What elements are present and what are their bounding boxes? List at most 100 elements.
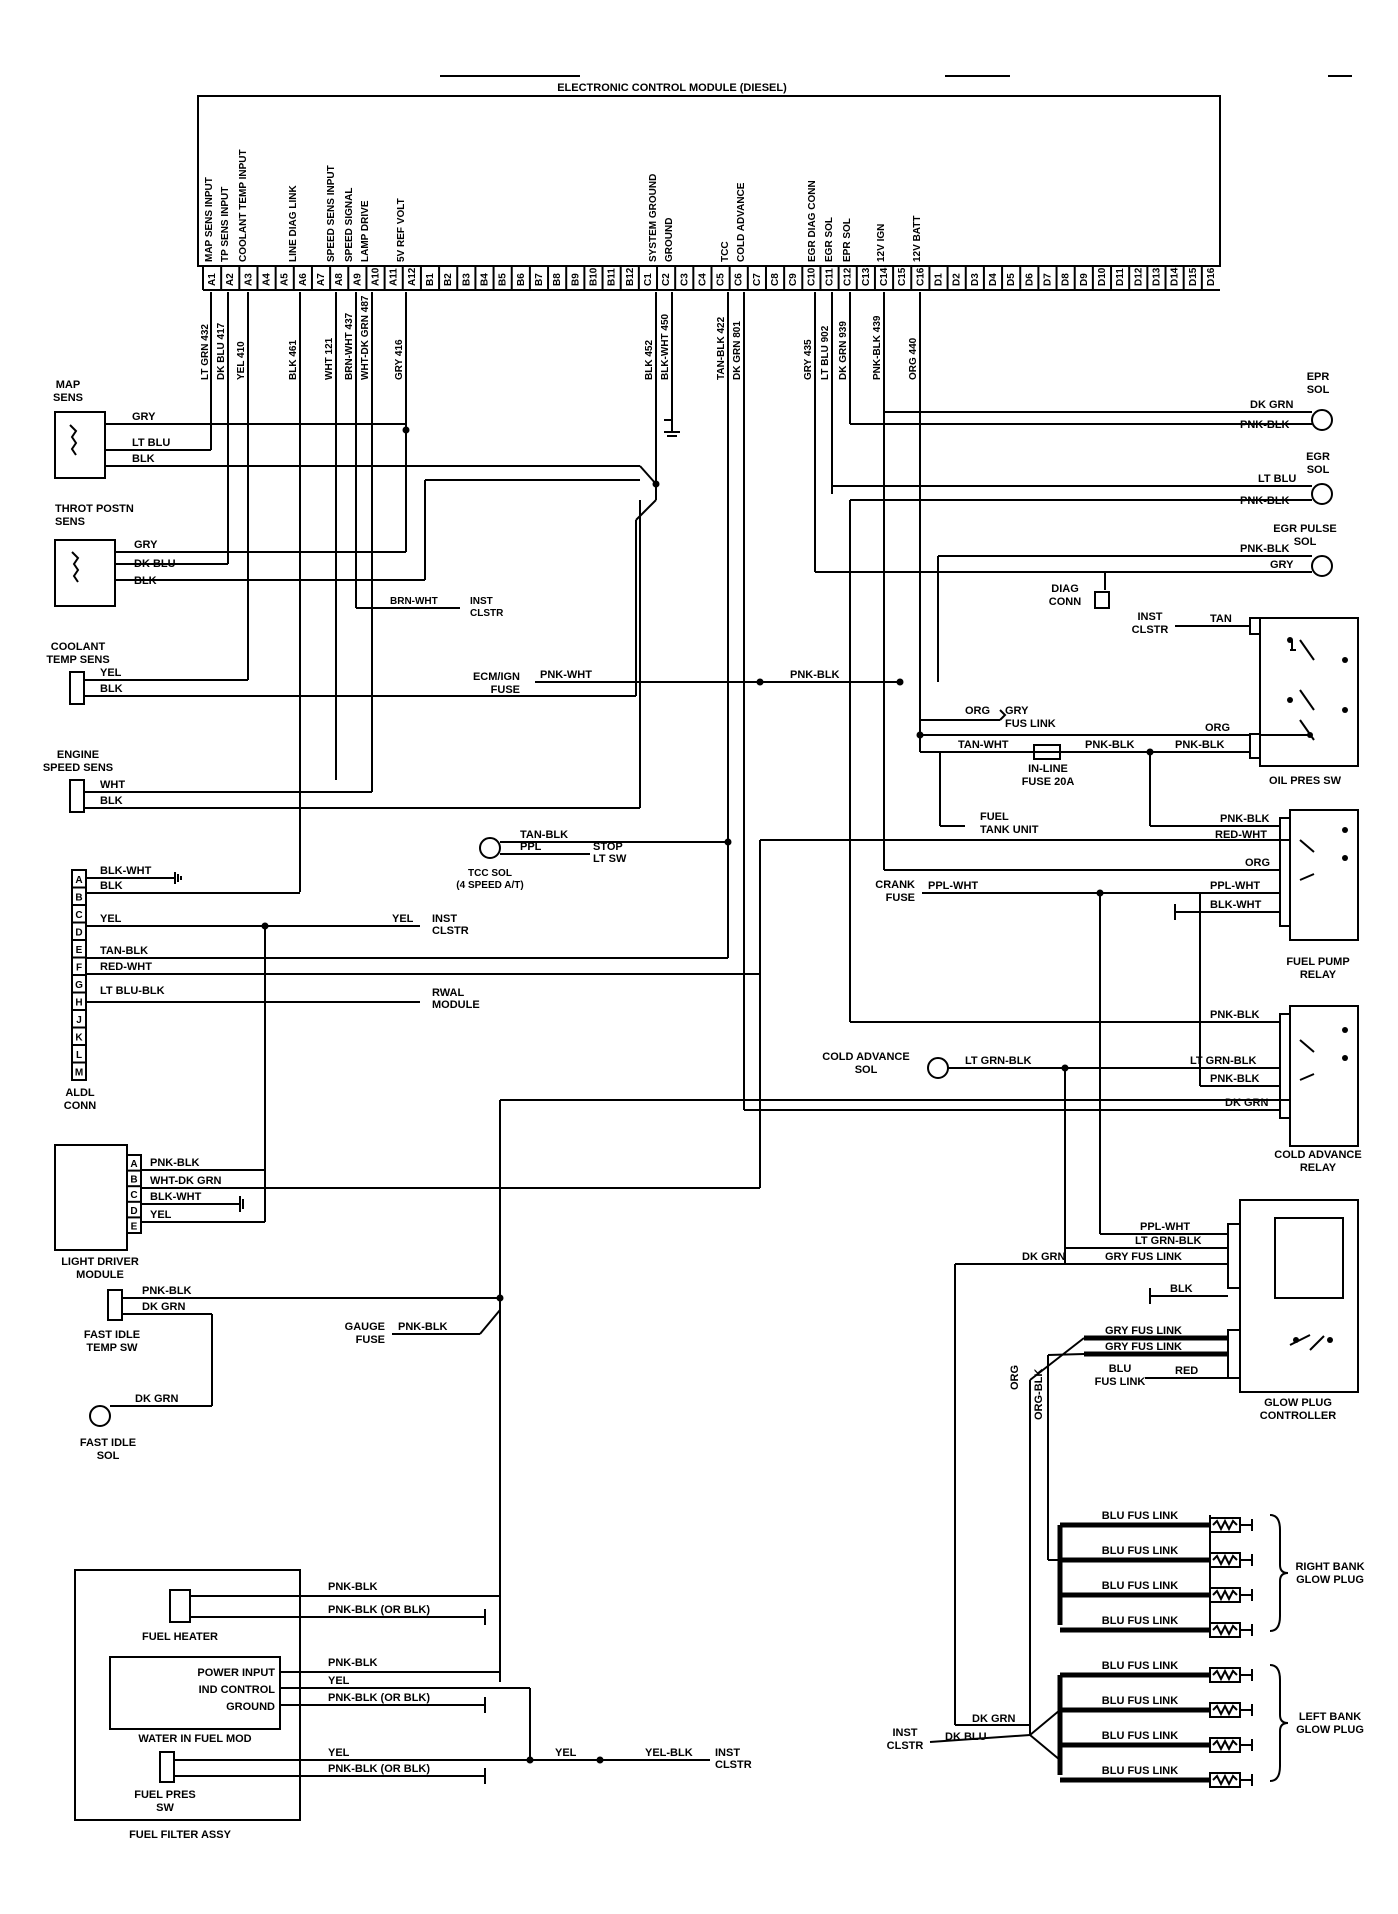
ecm-pin-label: A7: [316, 273, 327, 286]
svg-text:PNK-BLK: PNK-BLK: [1240, 419, 1290, 431]
aldl-pin-label: K: [75, 1033, 83, 1044]
aldl-pin-label: J: [76, 1015, 82, 1026]
svg-text:RED: RED: [1175, 1365, 1198, 1377]
svg-text:BLK: BLK: [1170, 1283, 1193, 1295]
ecm-pin-label: A5: [280, 273, 291, 286]
svg-text:PNK-BLK (OR BLK): PNK-BLK (OR BLK): [328, 1692, 430, 1704]
svg-text:LT BLU: LT BLU: [1258, 473, 1296, 485]
ecm-function-label: EGR SOL: [824, 217, 835, 262]
ecm-pin-label: C7: [752, 273, 763, 286]
svg-text:PPL-WHT: PPL-WHT: [928, 880, 978, 892]
svg-text:IND CONTROL: IND CONTROL: [199, 1684, 276, 1696]
ecm-wire-label: GRY 435: [803, 339, 814, 380]
svg-text:DK BLU: DK BLU: [134, 558, 176, 570]
ecm-function-label: 12V BATT: [912, 216, 923, 263]
ecm-pin-label: C1: [643, 273, 654, 286]
ecm-pin-label: B12: [625, 267, 636, 286]
svg-text:PNK-BLK: PNK-BLK: [1220, 813, 1270, 825]
ecm-wire-label: DK GRN 801: [732, 321, 743, 380]
blu-fus-link-label: BLU FUS LINK: [1102, 1615, 1178, 1627]
ecm-function-label: TP SENS INPUT: [220, 187, 231, 262]
svg-text:DK GRN: DK GRN: [972, 1713, 1015, 1725]
svg-text:GRY FUS LINK: GRY FUS LINK: [1105, 1251, 1182, 1263]
fuel-heater-label: FUEL HEATER: [142, 1631, 218, 1643]
ecm-pin-label: D12: [1133, 267, 1144, 286]
egr-pulse-sol-icon: [1311, 555, 1333, 577]
svg-text:PNK-BLK: PNK-BLK: [142, 1285, 192, 1297]
ecm-function-label: SPEED SIGNAL: [344, 188, 355, 262]
svg-text:BLK: BLK: [100, 880, 123, 892]
ecm-pin-label: D5: [1006, 273, 1017, 286]
svg-text:TAN-BLK: TAN-BLK: [520, 829, 568, 841]
svg-text:DK GRN: DK GRN: [1225, 1097, 1268, 1109]
svg-text:LT GRN-BLK: LT GRN-BLK: [965, 1055, 1031, 1067]
ecm-pin-label: A4: [262, 273, 273, 286]
svg-text:PNK-BLK: PNK-BLK: [1210, 1073, 1260, 1085]
glow-plug-controller-box: [1239, 1199, 1359, 1393]
ecm-pin-label: C5: [716, 273, 727, 286]
ecm-title: ELECTRONIC CONTROL MODULE (DIESEL): [557, 82, 787, 94]
ecm-function-label: 5V REF VOLT: [396, 198, 407, 262]
ecm-wire-label: LT GRN 432: [200, 324, 211, 380]
ecm-pin-label: B9: [570, 273, 581, 286]
svg-text:BLK-WHT: BLK-WHT: [1210, 899, 1262, 911]
blu-fus-link-label: BLU FUS LINK: [1102, 1695, 1178, 1707]
ecm-pin-label: D13: [1151, 267, 1162, 286]
fuel-heater-box: [169, 1589, 191, 1623]
blu-fus-link-label: BLU FUS LINK: [1102, 1765, 1178, 1777]
ecm-pin-label: B1: [425, 273, 436, 286]
ecm-pin-label: A9: [352, 273, 363, 286]
ecm-function-label: LINE DIAG LINK: [288, 185, 299, 262]
ecm-pin-label: C9: [788, 273, 799, 286]
cold-advance-sol-icon: [927, 1057, 949, 1079]
svg-text:YEL: YEL: [328, 1747, 350, 1759]
fast-idle-sol-icon: [89, 1405, 111, 1427]
svg-text:BLK: BLK: [134, 575, 157, 587]
ecm-function-label: COLD ADVANCE: [736, 182, 747, 262]
ecm-pin-label: A3: [243, 273, 254, 286]
blu-fus-link-label: BLU FUS LINK: [1102, 1660, 1178, 1672]
svg-text:GRY FUS LINK: GRY FUS LINK: [1105, 1341, 1182, 1353]
ecm-pin-label: A11: [389, 268, 400, 286]
ecm-wire-label: WHT-DK GRN 487: [360, 295, 371, 380]
aldl-pin-label: B: [75, 893, 82, 904]
ecm-pin-label: D2: [952, 273, 963, 286]
svg-text:PNK-BLK: PNK-BLK: [1175, 739, 1225, 751]
svg-text:ORG-BLK: ORG-BLK: [1033, 1369, 1045, 1420]
ecm-pin-label: D4: [988, 273, 999, 286]
ecm-pin-label: C16: [915, 267, 926, 286]
map-sens-box: [54, 411, 106, 479]
svg-text:TAN-BLK: TAN-BLK: [100, 945, 148, 957]
aldl-pin-label: C: [75, 910, 82, 921]
svg-text:BLK: BLK: [100, 683, 123, 695]
ecm-pin-label: D11: [1115, 268, 1126, 286]
throt-sens-box: [54, 539, 116, 607]
blu-fus-link-label: BLU FUS LINK: [1102, 1510, 1178, 1522]
ecm-pin-label: D10: [1097, 267, 1108, 286]
ecm-pin-label: B7: [534, 273, 545, 286]
inline-fuse-icon: [1033, 744, 1061, 760]
svg-text:PNK-BLK: PNK-BLK: [1085, 739, 1135, 751]
ecm-pin-label: A2: [225, 273, 236, 286]
svg-text:BRN-WHT: BRN-WHT: [390, 596, 438, 607]
ldm-pin-label: C: [130, 1190, 137, 1201]
tcc-sol-icon: [479, 837, 501, 859]
svg-text:DK GRN: DK GRN: [1250, 399, 1293, 411]
